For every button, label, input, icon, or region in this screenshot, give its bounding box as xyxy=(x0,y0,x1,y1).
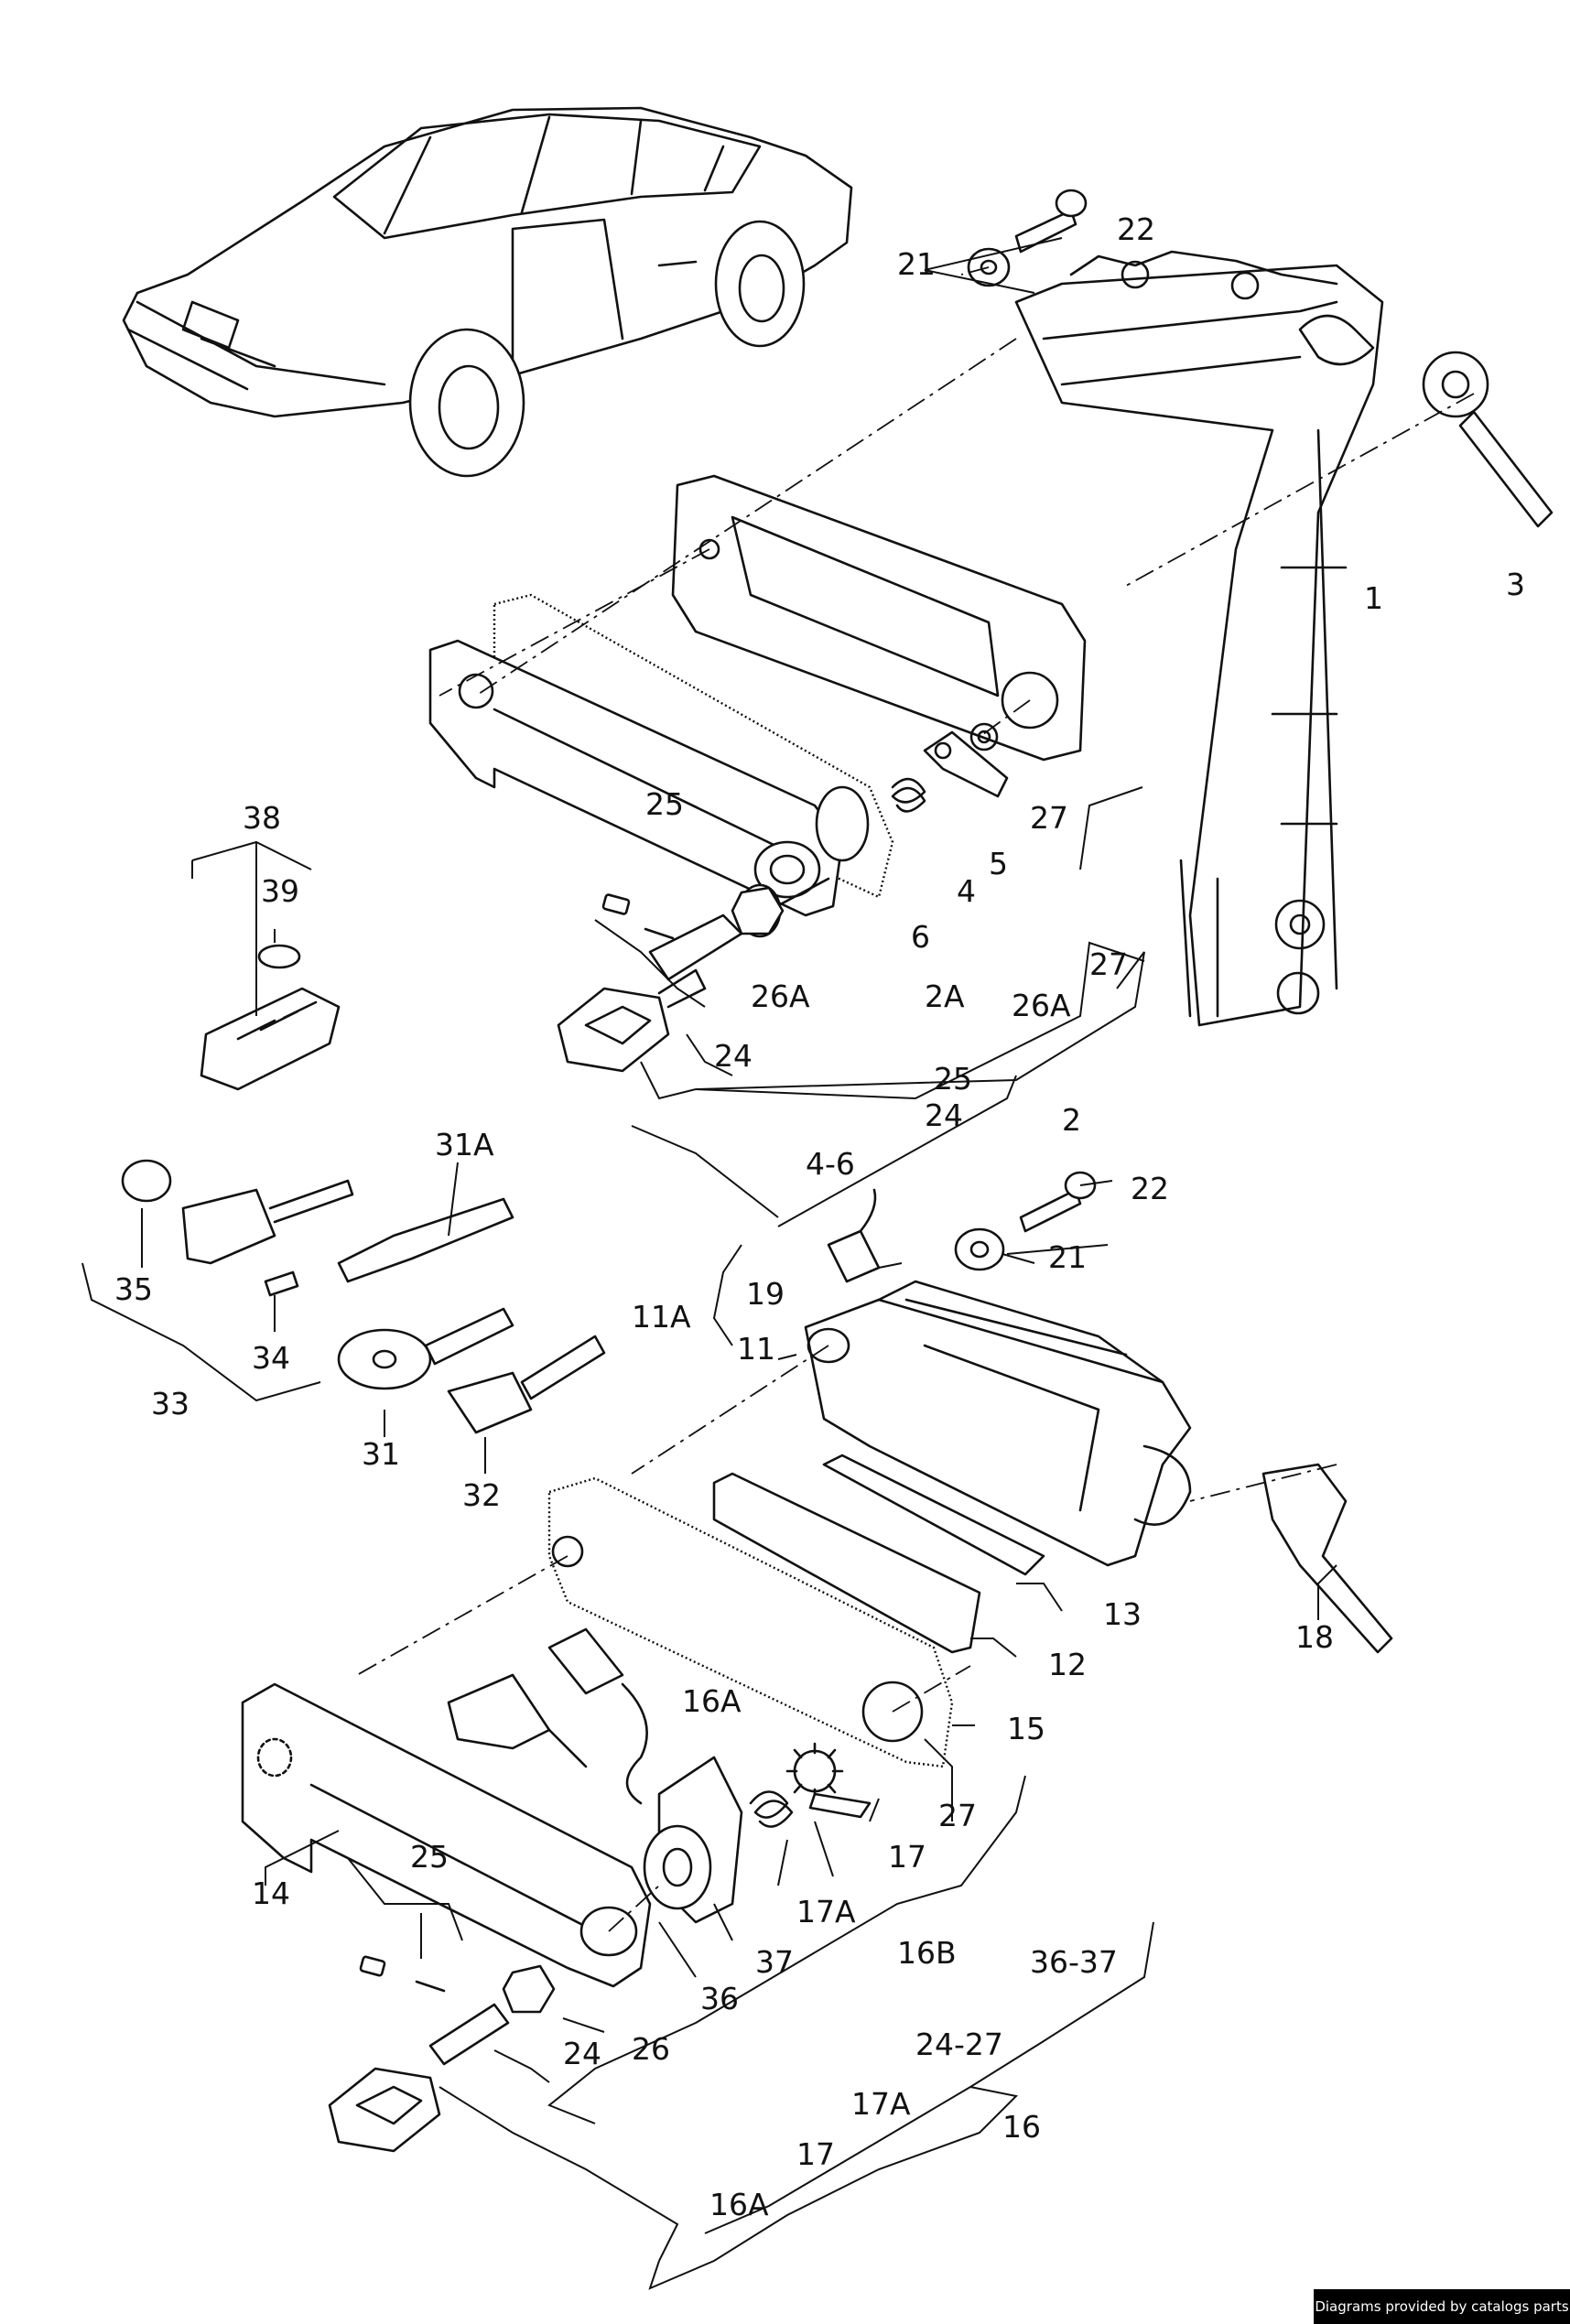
label-13: 13 xyxy=(1103,1596,1142,1632)
label-14: 14 xyxy=(252,1875,290,1911)
label-17-a: 17 xyxy=(888,1839,926,1875)
label-3: 3 xyxy=(1506,567,1525,602)
label-25-a: 25 xyxy=(645,786,684,822)
label-16A-a: 16A xyxy=(682,1683,742,1719)
label-22-b: 22 xyxy=(1131,1171,1169,1206)
label-1: 1 xyxy=(1364,580,1383,616)
label-19: 19 xyxy=(746,1276,785,1312)
front-door-handle-assembly xyxy=(428,189,1554,1073)
label-11A: 11A xyxy=(632,1299,691,1335)
label-27-a: 27 xyxy=(1030,800,1068,836)
label-2A: 2A xyxy=(925,978,965,1014)
label-12: 12 xyxy=(1048,1647,1087,1682)
label-36-37: 36-37 xyxy=(1030,1944,1118,1980)
label-38: 38 xyxy=(243,800,281,836)
label-33: 33 xyxy=(151,1386,189,1421)
label-17A-b: 17A xyxy=(851,2086,911,2122)
callout-labels: 1 2 2A 3 4 4-6 5 6 11 11A 12 13 14 15 16… xyxy=(114,211,1525,2222)
label-4: 4 xyxy=(957,873,976,909)
label-16: 16 xyxy=(1002,2109,1041,2145)
credit-banner: Diagrams provided by catalogs parts xyxy=(1314,2289,1570,2324)
label-15: 15 xyxy=(1007,1711,1045,1746)
label-32: 32 xyxy=(462,1477,501,1513)
keys-and-remote xyxy=(121,944,606,1434)
label-34: 34 xyxy=(252,1340,290,1376)
label-2: 2 xyxy=(1062,1102,1081,1138)
label-21-b: 21 xyxy=(1048,1239,1087,1275)
label-16A-b: 16A xyxy=(709,2187,769,2222)
label-26A-a: 26A xyxy=(751,978,810,1014)
label-31: 31 xyxy=(362,1436,400,1472)
label-24-c: 24 xyxy=(563,2036,601,2071)
label-22-a: 22 xyxy=(1117,211,1155,247)
label-25-b: 25 xyxy=(934,1061,972,1097)
label-6: 6 xyxy=(911,919,930,955)
rear-door-handle-assembly xyxy=(241,1171,1393,2153)
label-37: 37 xyxy=(755,1944,794,1980)
label-26A-b: 26A xyxy=(1012,988,1071,1023)
label-18: 18 xyxy=(1295,1619,1334,1655)
label-36: 36 xyxy=(700,1981,739,2016)
car-illustration xyxy=(122,106,853,478)
label-17-b: 17 xyxy=(796,2136,835,2172)
label-11: 11 xyxy=(737,1331,775,1367)
label-39: 39 xyxy=(261,873,299,909)
label-24-b: 24 xyxy=(925,1097,963,1133)
label-4-6: 4-6 xyxy=(806,1146,855,1182)
label-24-a: 24 xyxy=(714,1038,753,1074)
label-17A-a: 17A xyxy=(796,1894,856,1929)
label-16B: 16B xyxy=(897,1935,957,1971)
label-25-c: 25 xyxy=(410,1839,449,1875)
label-27-c: 27 xyxy=(938,1798,977,1833)
label-5: 5 xyxy=(989,846,1008,881)
label-27-b: 27 xyxy=(1089,946,1128,982)
label-31A: 31A xyxy=(435,1127,494,1162)
label-26: 26 xyxy=(632,2031,670,2067)
label-21-a: 21 xyxy=(897,246,936,282)
label-24-27: 24-27 xyxy=(915,2027,1003,2062)
leader-lines xyxy=(81,237,1475,2290)
label-35: 35 xyxy=(114,1271,153,1307)
